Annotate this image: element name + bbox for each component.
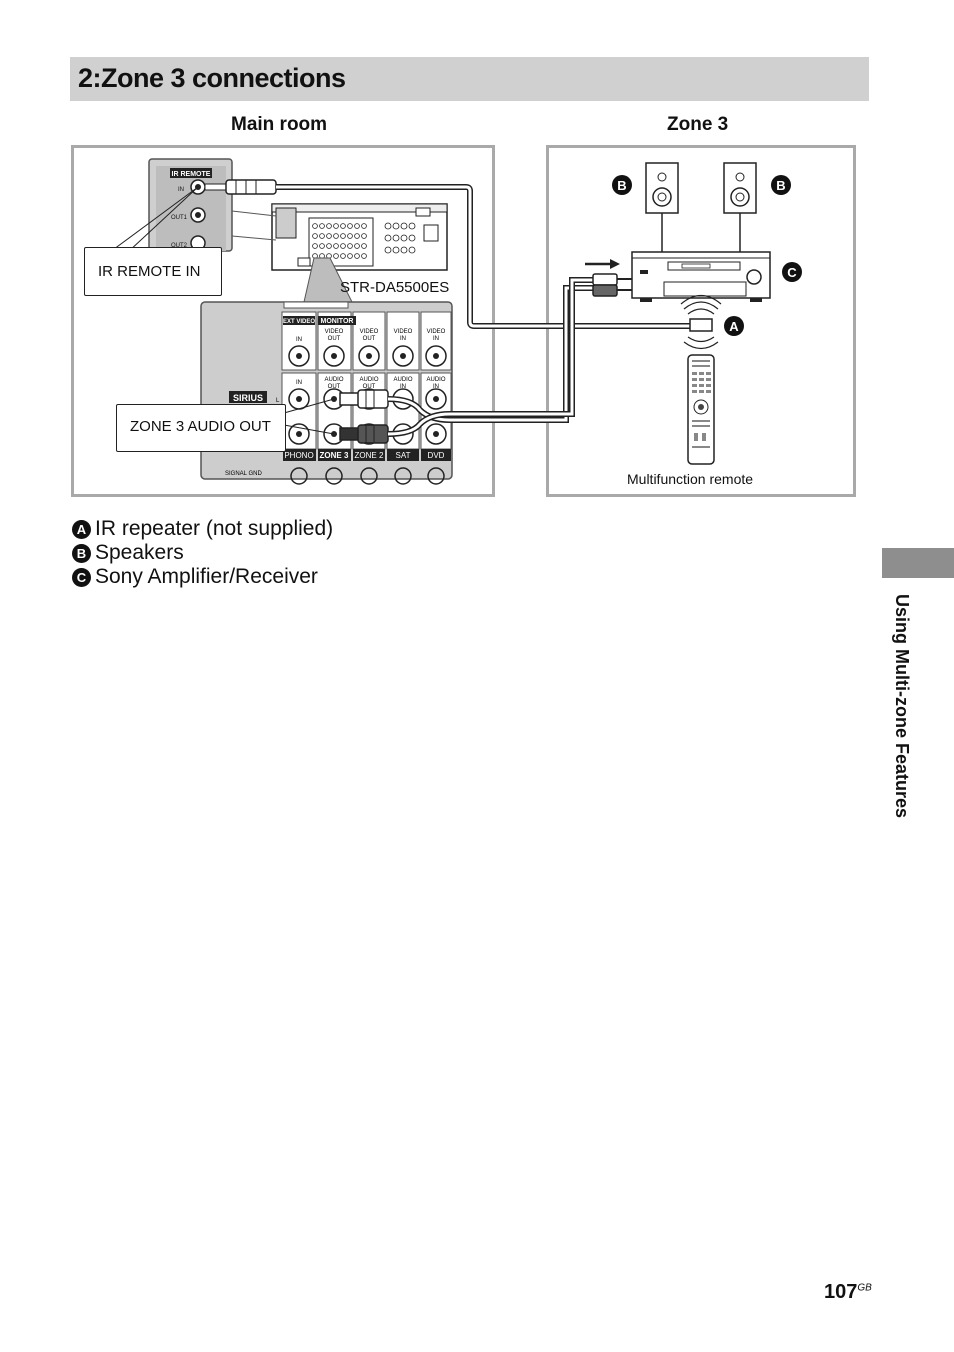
zone3-mark: ZONE 3 [320, 451, 349, 460]
sirius-mark: SIRIUS [233, 393, 263, 403]
speaker-right [723, 162, 757, 214]
ir-plug [204, 179, 277, 195]
legend-badge-a: A [72, 519, 91, 539]
ir-out2-mark: OUT2 [171, 243, 188, 249]
legend-badge-b: B [72, 543, 91, 563]
zone-video-out-mark: VIDEO [360, 329, 379, 335]
sat-audio-in-mark: AUDIO [393, 377, 412, 383]
page-number-suffix: GB [857, 1282, 872, 1294]
marker-c: C [782, 262, 802, 282]
zone3-label: Zone 3 [667, 114, 729, 135]
legend-item-b: B Speakers [72, 541, 333, 565]
legend-badge-c: C [72, 567, 91, 587]
side-tab-label: Using Multi-zone Features [888, 594, 918, 894]
connection-diagram: IR REMOTE IN OUT1 OUT2 [109, 158, 802, 485]
left-channel-mark: L [276, 398, 280, 404]
zone3-audio-out-mark: AUDIO [324, 377, 343, 383]
sat-mark: SAT [396, 451, 411, 460]
ir-repeater [680, 294, 722, 350]
ext-in-mark: IN [296, 337, 302, 343]
ir-remote-in-callout: IR REMOTE IN [84, 247, 222, 296]
legend-text-b: Speakers [95, 541, 184, 564]
receiver-rear-thumbnail [271, 203, 448, 271]
dvd-audio-in-mark: AUDIO [426, 377, 445, 383]
marker-b-left-letter: B [617, 178, 626, 193]
main-room-label: Main room [231, 114, 328, 135]
legend-item-c: C Sony Amplifier/Receiver [72, 565, 333, 589]
dvd-mark: DVD [428, 451, 445, 460]
side-tab-text: Using Multi-zone Features [892, 594, 912, 819]
monitor-mark: MONITOR [321, 318, 354, 325]
marker-c-letter: C [787, 265, 797, 280]
phono-in-mark: IN [296, 380, 302, 386]
amp-input-plugs [592, 273, 632, 297]
ir-in-mark: IN [178, 187, 184, 193]
sat-video-in-mark: VIDEO [394, 329, 413, 335]
marker-a: A [724, 316, 744, 336]
zone-video-out-mark-2: OUT [363, 336, 376, 342]
rca-plugs [339, 389, 389, 444]
multifunction-remote [687, 354, 715, 465]
zone3-amplifier [631, 251, 771, 302]
page-number: 107GB [824, 1281, 872, 1304]
marker-b-right: B [771, 175, 791, 195]
ext-video-mark: EXT VIDEO [283, 319, 315, 325]
receiver-model-label: STR-DA5500ES [340, 279, 450, 296]
zone2-audio-out-mark-2: OUT [363, 384, 376, 390]
dvd-video-in-mark: VIDEO [427, 329, 446, 335]
page-number-value: 107 [824, 1281, 858, 1303]
monitor-video-out-mark: VIDEO [325, 329, 344, 335]
phono-mark: PHONO [284, 451, 313, 460]
ir-remote-mark: IR REMOTE [172, 171, 211, 178]
signal-gnd-mark: SIGNAL GND [225, 471, 262, 477]
dvd-audio-in-mark-2: IN [433, 384, 439, 390]
monitor-video-out-mark-2: OUT [328, 336, 341, 342]
ir-remote-jack-panel: IR REMOTE IN OUT1 OUT2 [148, 158, 233, 252]
legend-text-a: IR repeater (not supplied) [95, 517, 334, 540]
side-tab-marker [882, 548, 954, 578]
zone2-audio-out-mark: AUDIO [359, 377, 378, 383]
zone3-audio-out-callout: ZONE 3 AUDIO OUT [116, 404, 286, 452]
legend-text-c: Sony Amplifier/Receiver [95, 565, 318, 588]
receiver-jack-panel: EXT VIDEO MONITOR IN VIDEO OUT VIDEO OUT… [200, 301, 453, 485]
ir-out1-mark: OUT1 [171, 215, 188, 221]
zone2-mark: ZONE 2 [355, 451, 384, 460]
marker-b-right-letter: B [776, 178, 785, 193]
sat-video-in-mark-2: IN [400, 336, 406, 342]
legend: A IR repeater (not supplied) B Speakers … [72, 517, 333, 589]
section-title-bar: 2:Zone 3 connections [70, 57, 869, 101]
legend-item-a: A IR repeater (not supplied) [72, 517, 333, 541]
marker-a-letter: A [729, 319, 739, 334]
sat-audio-in-mark-2: IN [400, 384, 406, 390]
marker-b-left: B [612, 175, 632, 195]
dvd-video-in-mark-2: IN [433, 336, 439, 342]
speaker-left [645, 162, 679, 214]
section-title: 2:Zone 3 connections [78, 63, 346, 93]
zone3-audio-out-mark-2: OUT [328, 384, 341, 390]
multifunction-remote-label: Multifunction remote [627, 471, 754, 487]
